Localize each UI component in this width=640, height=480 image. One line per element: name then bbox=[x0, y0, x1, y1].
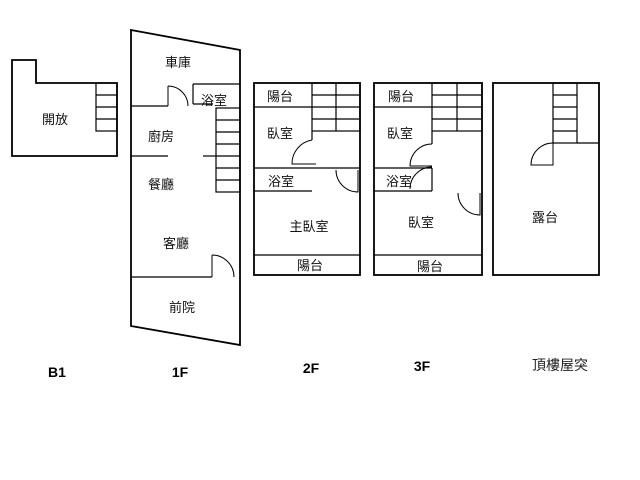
room-label-master-bedroom: 主臥室 bbox=[289, 219, 328, 235]
room-label-living: 客廳 bbox=[163, 236, 189, 252]
room-label-front-yard: 前院 bbox=[169, 300, 195, 316]
floor-label-roof: 頂樓屋突 bbox=[532, 358, 588, 374]
1f-bath-walls bbox=[192, 83, 240, 105]
roof-door-swing bbox=[530, 142, 554, 166]
2f-staircase bbox=[311, 82, 361, 132]
room-label-3f-bedroom-top: 臥室 bbox=[387, 126, 413, 142]
3f-staircase bbox=[431, 82, 483, 132]
floor-roof: 露台 頂樓屋突 bbox=[492, 82, 600, 374]
room-label-terrace: 露台 bbox=[532, 211, 558, 226]
room-label-3f-bath: 浴室 bbox=[386, 174, 412, 190]
room-label-2f-balcony-top: 陽台 bbox=[267, 90, 293, 105]
3f-bath-door-swing bbox=[409, 166, 433, 190]
2f-master-door-swing bbox=[335, 169, 359, 193]
room-label-2f-bedroom: 臥室 bbox=[267, 126, 293, 142]
room-label-3f-bedroom: 臥室 bbox=[408, 215, 434, 231]
b1-staircase bbox=[95, 82, 118, 132]
1f-front-door-swing bbox=[211, 254, 235, 278]
room-label-2f-bath: 浴室 bbox=[268, 174, 294, 190]
floor-b1: 開放 B1 bbox=[11, 59, 118, 380]
1f-bath-door-swing bbox=[167, 85, 189, 107]
roof-outline bbox=[492, 82, 600, 276]
floor-1f: 車庫 浴室 廚房 餐廳 客廳 前院 1F bbox=[130, 28, 241, 380]
2f-outline bbox=[253, 82, 361, 276]
room-label-3f-balcony-top: 陽台 bbox=[388, 90, 414, 105]
floor-label-3f: 3F bbox=[414, 358, 431, 374]
roof-staircase bbox=[552, 82, 599, 144]
room-label-open: 開放 bbox=[42, 113, 68, 128]
2f-bedroom-door-swing bbox=[291, 139, 316, 165]
room-label-garage: 車庫 bbox=[165, 56, 191, 71]
3f-main-door-swing bbox=[457, 192, 481, 216]
3f-outline bbox=[373, 82, 483, 276]
room-label-3f-balcony-bottom: 陽台 bbox=[417, 260, 443, 275]
floor-label-2f: 2F bbox=[303, 360, 320, 376]
floor-label-1f: 1F bbox=[172, 364, 189, 380]
b1-outline bbox=[11, 59, 118, 157]
floor-3f: 陽台 臥室 浴室 臥室 陽台 3F bbox=[373, 82, 483, 374]
room-label-1f-bath: 浴室 bbox=[201, 93, 227, 109]
floor-label-b1: B1 bbox=[48, 364, 66, 380]
3f-bedroom-door-swing bbox=[409, 143, 433, 167]
room-label-2f-balcony-bottom: 陽台 bbox=[297, 259, 323, 274]
floor-2f: 陽台 臥室 浴室 主臥室 陽台 2F bbox=[253, 82, 361, 376]
1f-staircase bbox=[215, 107, 241, 193]
room-label-kitchen: 廚房 bbox=[148, 129, 174, 145]
room-label-dining: 餐廳 bbox=[148, 177, 174, 193]
1f-outline bbox=[130, 28, 241, 347]
